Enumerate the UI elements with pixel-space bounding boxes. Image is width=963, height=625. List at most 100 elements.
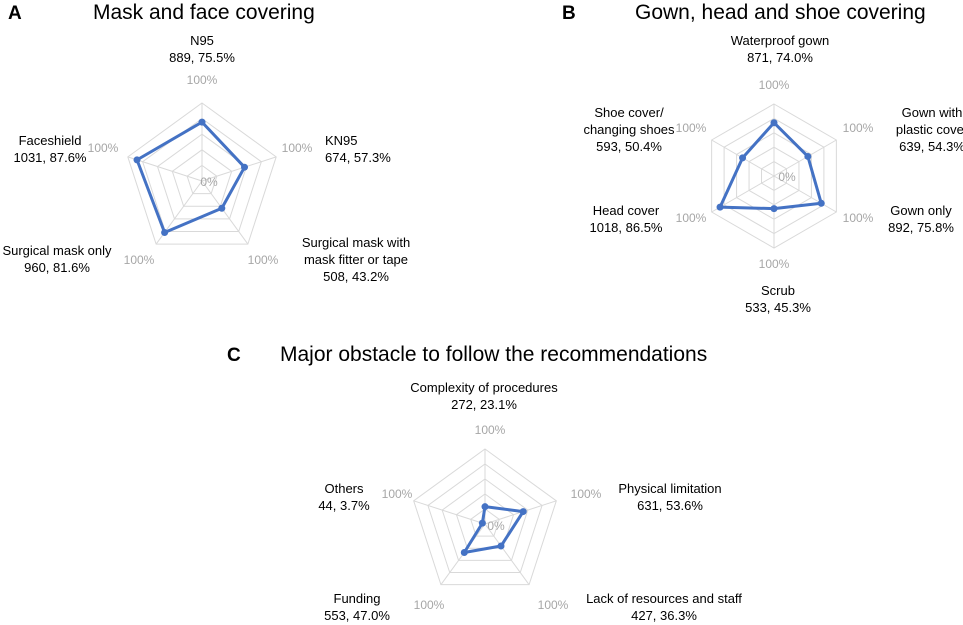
category-value: 871, 74.0% xyxy=(747,50,813,65)
data-point-5 xyxy=(478,519,486,527)
category-name: Waterproof gown xyxy=(731,33,830,48)
category-name: Others xyxy=(324,481,364,496)
grid-ring xyxy=(427,463,543,574)
category-label: Surgical mask only 960, 81.6% xyxy=(2,243,112,275)
category-value: 892, 75.8% xyxy=(888,220,954,235)
tick-label-100: 100% xyxy=(282,141,313,155)
category-name: Lack of resources and staff xyxy=(586,591,742,606)
category-value: 272, 23.1% xyxy=(451,397,517,412)
category-name: Gown only xyxy=(890,203,952,218)
tick-label-0: 0% xyxy=(200,175,218,189)
data-point-5 xyxy=(133,156,141,164)
data-point-6 xyxy=(739,154,747,162)
category-name: plastic cover xyxy=(896,122,963,137)
data-point-3 xyxy=(497,542,505,550)
category-value: 44, 3.7% xyxy=(318,498,370,513)
category-name: Faceshield xyxy=(19,133,82,148)
category-name: changing shoes xyxy=(583,122,675,137)
category-label: Scrub 533, 45.3% xyxy=(745,283,811,315)
radar-panel-c: C Major obstacle to follow the recommenda… xyxy=(227,343,742,623)
panel-letter: A xyxy=(8,3,22,24)
axis-spoke xyxy=(201,180,249,245)
grid-ring xyxy=(470,508,500,537)
panel-letter: C xyxy=(227,345,241,366)
tick-label-100: 100% xyxy=(124,253,155,267)
grid-ring xyxy=(171,149,233,207)
tick-label-100: 100% xyxy=(843,121,874,135)
category-name: Surgical mask only xyxy=(2,243,112,258)
data-point-4 xyxy=(770,205,778,213)
category-label: Head cover 1018, 86.5% xyxy=(589,203,662,235)
data-point-2 xyxy=(804,152,812,160)
category-value: 1031, 87.6% xyxy=(13,150,86,165)
category-value: 427, 36.3% xyxy=(631,608,697,623)
tick-label-100: 100% xyxy=(571,487,602,501)
panel-title: Major obstacle to follow the recommendat… xyxy=(280,343,707,366)
category-label: Physical limitation 631, 53.6% xyxy=(618,481,721,513)
category-value: 889, 75.5% xyxy=(169,50,235,65)
axis-spoke xyxy=(773,175,837,213)
category-name: Physical limitation xyxy=(618,481,721,496)
tick-label-100: 100% xyxy=(248,253,279,267)
category-name: Gown with xyxy=(902,105,963,120)
category-value: 533, 45.3% xyxy=(745,300,811,315)
category-name: KN95 xyxy=(325,133,358,148)
category-name: mask fitter or tape xyxy=(304,252,408,267)
data-point-2 xyxy=(519,508,527,516)
category-label: Faceshield 1031, 87.6% xyxy=(13,133,86,165)
category-name: Funding xyxy=(334,591,381,606)
data-point-1 xyxy=(481,503,489,511)
tick-label-100: 100% xyxy=(187,73,218,87)
category-label: Lack of resources and staff 427, 36.3% xyxy=(586,591,742,623)
tick-label-100: 100% xyxy=(88,141,119,155)
grid-ring xyxy=(127,102,277,245)
tick-label-100: 100% xyxy=(759,257,790,271)
data-point-1 xyxy=(198,118,206,126)
category-label: Waterproof gown 871, 74.0% xyxy=(731,33,830,65)
tick-label-100: 100% xyxy=(538,598,569,612)
category-label: Shoe cover/changing shoes 593, 50.4% xyxy=(583,105,675,154)
data-point-1 xyxy=(770,119,778,127)
category-name: Shoe cover/ xyxy=(594,105,664,120)
grid-ring xyxy=(142,117,262,232)
category-name: Surgical mask with xyxy=(302,235,410,250)
category-name: N95 xyxy=(190,33,214,48)
tick-label-100: 100% xyxy=(676,121,707,135)
tick-label-100: 100% xyxy=(759,78,790,92)
tick-label-100: 100% xyxy=(475,423,506,437)
grid-ring xyxy=(186,164,218,195)
panel-title: Mask and face covering xyxy=(93,1,315,24)
tick-label-0: 0% xyxy=(487,519,505,533)
tick-label-0: 0% xyxy=(778,170,796,184)
grid-ring xyxy=(441,478,529,561)
axis-spoke xyxy=(201,156,277,182)
category-label: KN95 674, 57.3% xyxy=(325,133,391,165)
category-value: 674, 57.3% xyxy=(325,150,391,165)
tick-label-100: 100% xyxy=(843,211,874,225)
axis-spoke xyxy=(413,500,486,525)
category-name: Head cover xyxy=(593,203,660,218)
tick-label-100: 100% xyxy=(414,598,445,612)
category-name: Scrub xyxy=(761,283,795,298)
tick-label-100: 100% xyxy=(382,487,413,501)
series-line xyxy=(135,120,247,234)
data-point-2 xyxy=(241,163,249,171)
category-value: 593, 50.4% xyxy=(596,139,662,154)
axis-spoke xyxy=(484,523,530,585)
category-value: 960, 81.6% xyxy=(24,260,90,275)
category-value: 553, 47.0% xyxy=(324,608,390,623)
category-value: 1018, 86.5% xyxy=(589,220,662,235)
data-point-4 xyxy=(460,549,468,557)
data-point-4 xyxy=(161,228,169,236)
panel-title: Gown, head and shoe covering xyxy=(635,1,926,24)
category-value: 631, 53.6% xyxy=(637,498,703,513)
category-label: Others 44, 3.7% xyxy=(318,481,370,513)
data-point-5 xyxy=(716,203,724,211)
category-label: Funding 553, 47.0% xyxy=(324,591,390,623)
tick-label-100: 100% xyxy=(676,211,707,225)
